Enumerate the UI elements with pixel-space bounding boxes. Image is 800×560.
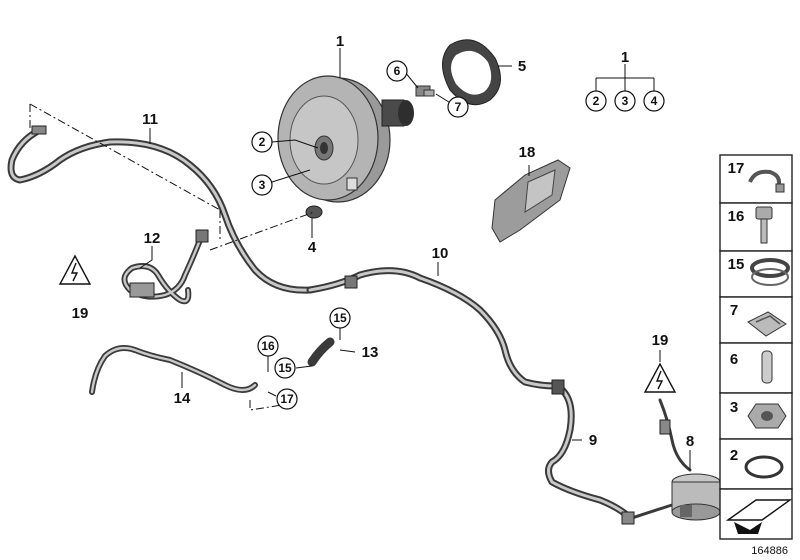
gasket: [442, 39, 501, 106]
panel-label-16: 16: [728, 208, 745, 225]
fitting: [659, 419, 671, 435]
callout-8: 8: [686, 433, 694, 450]
callout-10: 10: [432, 245, 449, 262]
spring-clip-icon: [747, 311, 787, 337]
hose-14: [89, 345, 258, 395]
leader: [271, 139, 319, 149]
hose-8-line: [630, 398, 692, 520]
callout-1: 1: [336, 33, 344, 50]
svg-text:6: 6: [394, 64, 401, 78]
callout-13: 13: [362, 344, 379, 361]
hose-11: [7, 126, 314, 294]
circled-callout-17: 17: [276, 388, 298, 410]
leader: [267, 391, 277, 397]
panel-label-7: 7: [730, 302, 738, 319]
circled-callout-15a: 15: [329, 307, 351, 329]
callout-14: 14: [174, 390, 191, 407]
callout-12: 12: [144, 230, 161, 247]
circled-callout-3: 3: [251, 174, 273, 196]
circled-callout-2: 2: [251, 131, 273, 153]
leader: [139, 246, 153, 269]
clamp-band-icon: [750, 258, 790, 286]
circled-callout-group-4: 4: [643, 90, 665, 112]
callout-11: 11: [142, 111, 158, 128]
arrow-icon: [725, 499, 793, 534]
svg-text:15: 15: [278, 361, 292, 375]
leader: [339, 349, 356, 353]
svg-text:4: 4: [651, 94, 658, 108]
fitting: [344, 275, 358, 289]
svg-text:2: 2: [593, 94, 600, 108]
warning-icon: [643, 362, 677, 393]
svg-text:16: 16: [261, 339, 275, 353]
panel-label-17: 17: [728, 160, 745, 177]
svg-text:3: 3: [622, 94, 629, 108]
fitting: [195, 229, 209, 243]
screw-icon: [755, 206, 773, 244]
o-ring-icon: [744, 455, 784, 479]
leader: [271, 169, 311, 183]
fitting: [621, 511, 635, 525]
ref-line: [209, 211, 315, 251]
fitting: [31, 125, 47, 135]
circled-callout-7: 7: [447, 96, 469, 118]
vacuum-pump: [671, 473, 721, 521]
svg-text:15: 15: [333, 311, 347, 325]
svg-text:7: 7: [455, 100, 462, 114]
nut-icon: [747, 403, 787, 429]
booster-fitting: [415, 85, 435, 97]
pin-icon: [761, 350, 773, 384]
parts-panel: 17 16 15 7 6 3 2: [719, 154, 793, 540]
ref-line: [249, 400, 283, 411]
callout-19a: 19: [72, 305, 89, 322]
bracket: [491, 159, 571, 243]
hose-clamp-icon: [748, 169, 785, 193]
svg-text:3: 3: [259, 178, 266, 192]
svg-text:17: 17: [280, 392, 294, 406]
callout-1-group: 1: [621, 49, 629, 66]
svg-text:2: 2: [259, 135, 266, 149]
hose-10: [306, 267, 559, 390]
panel-label-15: 15: [728, 256, 745, 273]
ref-line: [29, 103, 221, 211]
panel-label-6: 6: [730, 351, 738, 368]
circled-callout-15b: 15: [274, 357, 296, 379]
circled-callout-16: 16: [257, 335, 279, 357]
callout-4: 4: [308, 239, 317, 256]
panel-label-2: 2: [730, 447, 738, 464]
callout-5: 5: [518, 58, 526, 75]
drawing-number: 164886: [751, 545, 788, 557]
leader: [595, 64, 655, 92]
hose-9: [545, 384, 634, 522]
fitting: [551, 379, 565, 395]
circled-callout-6: 6: [386, 60, 408, 82]
warning-icon: [58, 254, 92, 285]
circled-callout-group-2: 2: [585, 90, 607, 112]
fitting: [129, 282, 155, 298]
callout-19b: 19: [652, 332, 669, 349]
brake-booster: [277, 75, 414, 203]
leader: [404, 71, 419, 89]
circled-callout-group-3: 3: [614, 90, 636, 112]
hose-13: [307, 337, 335, 367]
leader: [295, 365, 313, 369]
panel-label-3: 3: [730, 399, 738, 416]
callout-9: 9: [589, 432, 597, 449]
hose-12: [121, 237, 203, 305]
callout-18: 18: [519, 144, 536, 161]
grommet: [305, 205, 323, 219]
